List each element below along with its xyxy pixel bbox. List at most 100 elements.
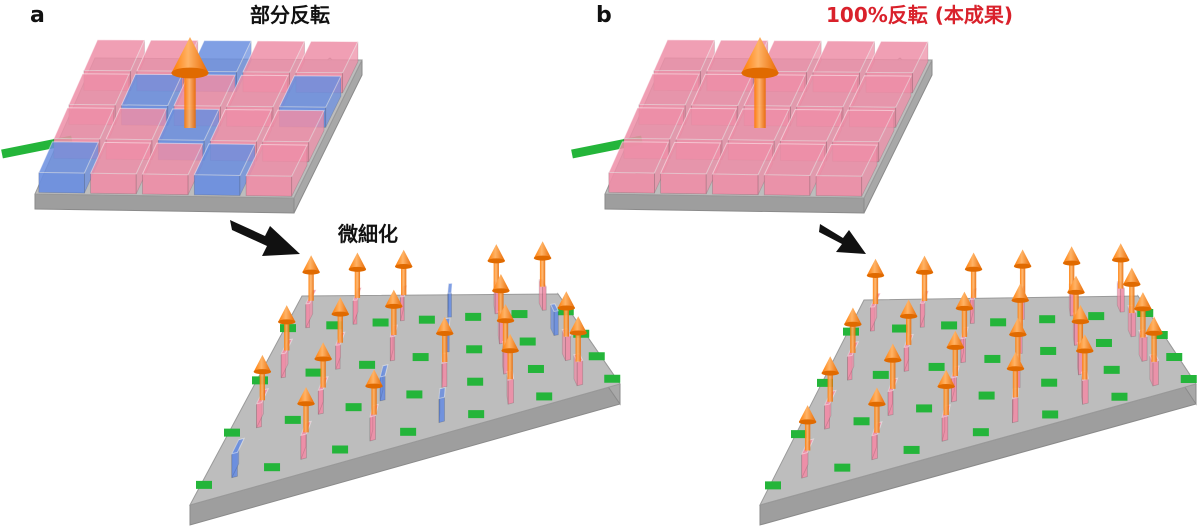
spin-arrow-icon [385,289,403,335]
green-contact [990,318,1007,327]
green-contact [872,370,889,379]
spin-arrow-icon [348,252,367,298]
flow-arrow-a-icon [230,220,300,256]
spin-arrow-icon [533,241,552,287]
spin-arrow-icon [1011,283,1029,329]
green-contact [372,318,389,327]
spin-arrow-icon [915,255,934,301]
spin-arrow-icon [501,333,519,380]
spin-arrow-icon [1009,317,1027,364]
green-contact [978,391,995,400]
green-contact [817,378,833,387]
spin-arrow-icon [798,405,817,451]
green-contact [1041,378,1058,387]
panel-b-label: b [596,3,612,28]
pink-cell [89,141,152,195]
spin-arrow-icon [1134,292,1152,338]
spin-arrow-icon [955,291,974,337]
green-contact [466,345,483,354]
green-contact [345,403,362,412]
spin-arrow-icon [557,291,575,337]
green-contact [196,480,212,489]
device-b-bottom [759,243,1197,526]
spin-arrow-icon [302,255,320,301]
green-contact [511,310,528,319]
pink-cell [245,143,308,197]
green-contact [928,362,945,371]
green-contact [400,427,417,436]
green-contact [326,321,343,330]
green-contact [224,428,240,437]
device-b-top [571,37,933,214]
green-contact [465,312,482,321]
green-contact [941,321,958,330]
green-contact [984,354,1001,363]
pink-cell [815,143,878,197]
blue-cell [447,282,453,318]
pink-cell [763,143,826,196]
spin-arrow-icon [1112,243,1130,289]
spin-arrow-icon [1006,352,1025,398]
blue-cell [230,437,246,479]
spin-arrow-icon [297,387,315,433]
green-contact [536,392,553,401]
pink-cell [659,141,722,195]
green-contact [1111,392,1128,401]
device-a-bottom [189,241,621,526]
green-contact [892,324,909,333]
spin-arrow-icon [487,244,505,290]
spin-arrow-icon [253,354,272,401]
blue-cell [379,364,389,402]
pink-cell [608,141,670,194]
spin-arrow-icon [1071,304,1090,351]
spin-arrow-icon [569,316,587,362]
green-contact [853,417,870,426]
spin-arrow-icon [821,356,839,402]
green-contact [527,364,544,373]
green-contact [972,428,989,437]
green-contact [406,390,423,399]
green-contact [359,360,376,369]
green-contact [332,445,349,454]
green-contact [1088,312,1105,321]
panel-a-title: 部分反転 [250,3,330,27]
spin-arrow-icon [1123,267,1141,314]
spin-arrow-icon [1013,249,1032,295]
green-contact [916,404,933,413]
spin-arrow-icon [866,258,885,305]
green-contact [284,415,301,424]
pink-cell [141,142,204,196]
green-contact [264,463,281,472]
spin-arrow-icon [899,299,918,345]
green-contact [1180,375,1197,383]
spin-arrow-icon [937,369,955,416]
panel-b-title: 100%反転 (本成果) [826,3,1013,27]
blue-cell [438,386,446,424]
spin-arrow-icon [1076,334,1094,380]
green-contact [834,463,851,472]
green-contact [604,374,621,383]
green-contact [903,445,920,454]
device-a-top [1,37,363,214]
spin-arrow-icon [496,304,515,350]
spin-arrow-icon [365,369,383,415]
spin-arrow-icon [1062,246,1081,292]
spin-arrow-icon [868,387,886,433]
spin-arrow-icon [964,252,983,298]
green-contact [1166,353,1183,361]
spin-arrow-icon [278,305,296,351]
spin-arrow-icon [1067,275,1085,321]
green-contact [1042,410,1059,419]
green-contact [1040,346,1057,355]
green-contact [791,430,807,439]
blue-cell [549,303,560,336]
panel-a-label: a [30,3,45,28]
flow-arrow-b-icon [819,224,866,254]
green-contact [467,377,484,386]
green-contact [1039,315,1056,324]
spin-arrow-icon [884,343,902,389]
spin-arrow-icon [331,297,349,343]
panel-a-arrow-label: 微細化 [337,222,398,246]
spin-arrow-icon [492,274,510,320]
